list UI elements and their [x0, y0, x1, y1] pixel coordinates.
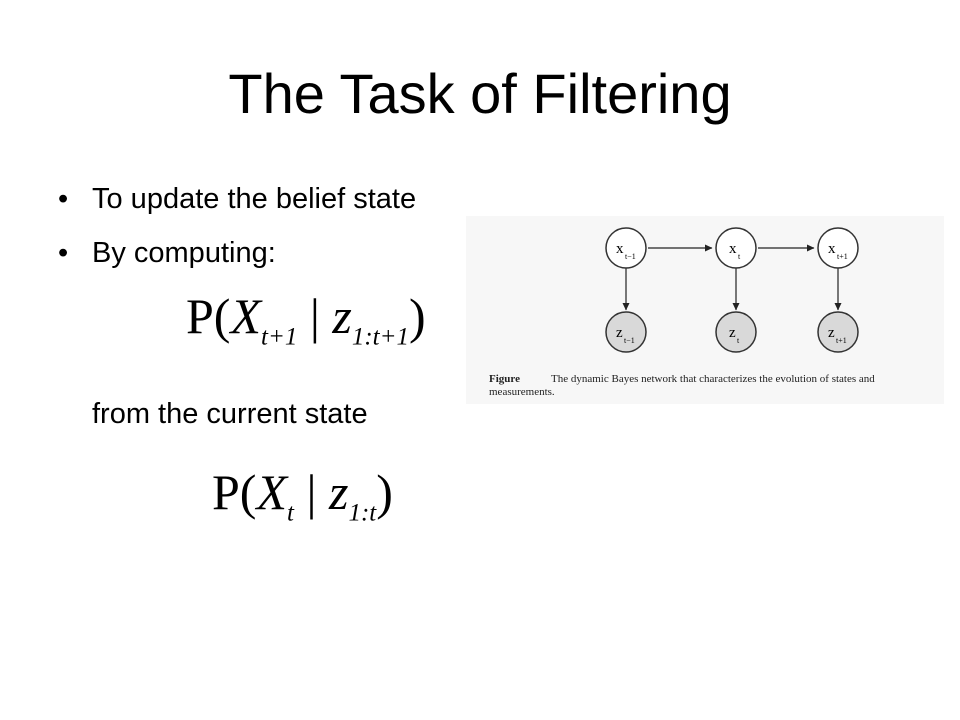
equation-current-belief: P(Xt | z1:t) [212, 464, 393, 527]
svg-text:t: t [737, 336, 740, 345]
continuation-text: from the current state [92, 398, 368, 430]
bullet-marker: • [58, 183, 69, 215]
bullet-text: By computing: [92, 237, 276, 269]
svg-text:z: z [729, 325, 736, 341]
node-x-next: x t+1 [817, 227, 859, 269]
equation-next-belief: P(Xt+1 | z1:t+1) [186, 288, 426, 351]
node-z-cur: z t [715, 311, 757, 353]
bullet-update-belief: • To update the belief state [58, 181, 416, 217]
svg-text:t+1: t+1 [836, 336, 847, 345]
svg-text:x: x [729, 241, 737, 257]
svg-text:t−1: t−1 [624, 336, 635, 345]
node-x-cur: x t [715, 227, 757, 269]
svg-text:t: t [738, 252, 741, 261]
svg-text:t−1: t−1 [625, 252, 636, 261]
node-z-next: z t+1 [817, 311, 859, 353]
svg-text:z: z [616, 325, 623, 341]
svg-text:x: x [828, 241, 836, 257]
bullet-marker: • [58, 237, 69, 269]
node-z-prev: z t−1 [605, 311, 647, 353]
bullet-text: To update the belief state [92, 183, 417, 215]
figure-caption-text: The dynamic Bayes network that character… [489, 373, 875, 398]
figure-caption-label: Figure [489, 373, 520, 385]
slide-title: The Task of Filtering [228, 62, 732, 125]
bullet-by-computing: • By computing: [58, 235, 276, 271]
svg-text:z: z [828, 325, 835, 341]
svg-text:x: x [616, 241, 624, 257]
node-x-prev: x t−1 [605, 227, 647, 269]
svg-text:t+1: t+1 [837, 252, 848, 261]
